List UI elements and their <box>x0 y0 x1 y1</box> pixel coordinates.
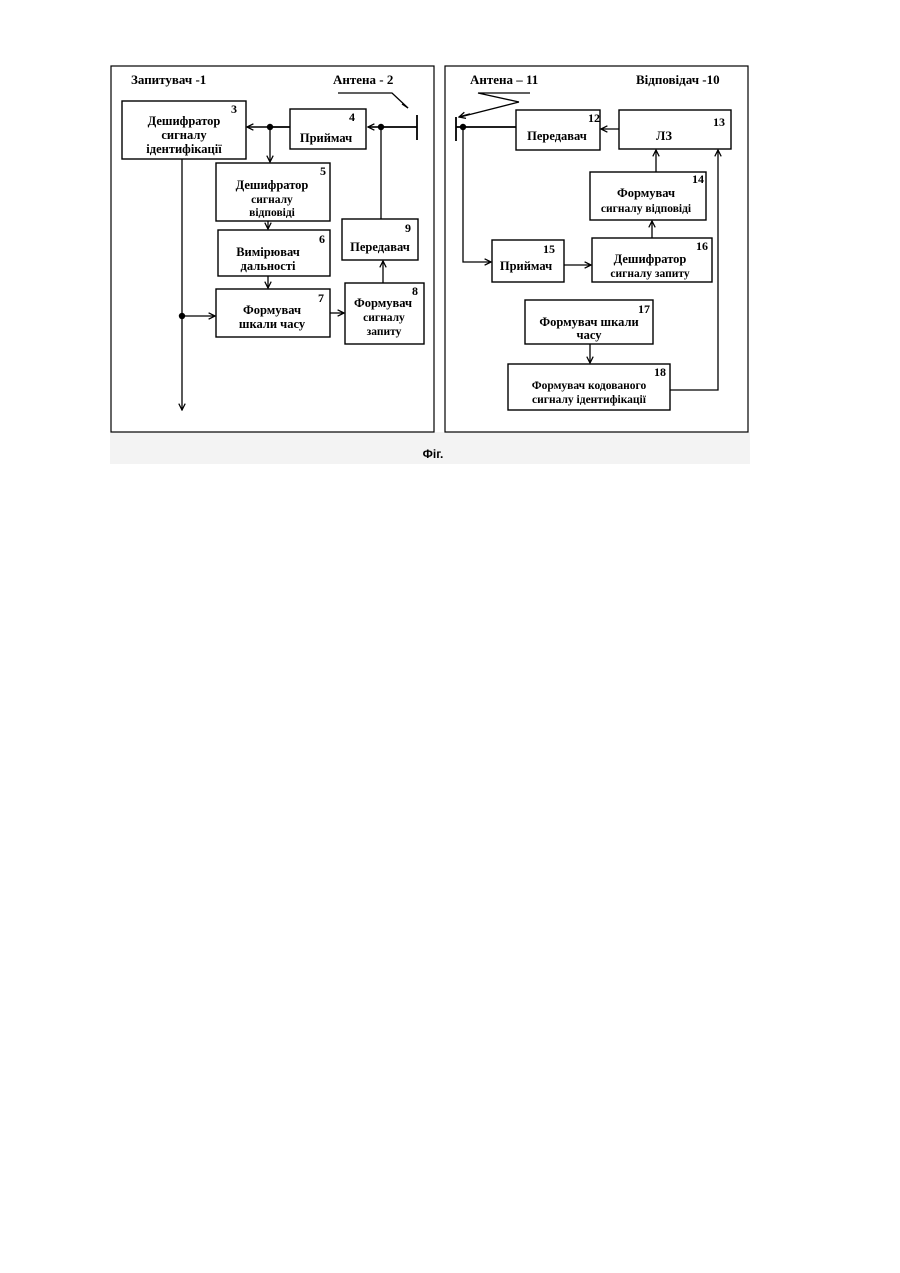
svg-text:3: 3 <box>231 102 237 116</box>
svg-text:сигналу відповіді: сигналу відповіді <box>601 203 692 215</box>
svg-text:Формувач кодованого: Формувач кодованого <box>532 380 647 392</box>
block-12-transmitter: 12 Передавач <box>516 110 600 150</box>
svg-text:сигналу: сигналу <box>363 312 405 324</box>
block-4-receiver: 4 Приймач <box>290 109 366 149</box>
svg-text:Формувач: Формувач <box>617 186 675 200</box>
svg-text:12: 12 <box>588 111 600 125</box>
svg-text:часу: часу <box>577 328 603 342</box>
block-5-response-decoder: 5 Дешифратор сигналу відповіді <box>216 163 330 221</box>
svg-text:Дешифратор: Дешифратор <box>148 114 221 128</box>
svg-text:дальності: дальності <box>241 259 296 273</box>
block-14-response-signal-former: 14 Формувач сигналу відповіді <box>590 172 706 220</box>
svg-text:Формувач: Формувач <box>243 303 301 317</box>
figure-caption: Фіг. <box>423 447 444 461</box>
svg-text:Передавач: Передавач <box>527 129 587 143</box>
antenna-11-label: Антена – 11 <box>470 72 538 87</box>
block-17-time-scale-former: 17 Формувач шкали часу <box>525 300 653 344</box>
svg-text:шкали часу: шкали часу <box>239 317 306 331</box>
svg-text:Дешифратор: Дешифратор <box>614 252 687 266</box>
svg-text:ЛЗ: ЛЗ <box>656 129 672 143</box>
interrogator-panel: Запитувач -1 Антена - 2 3 Дешифратор сиг… <box>111 66 434 432</box>
svg-text:ідентифікації: ідентифікації <box>146 142 222 156</box>
block-15-receiver: 15 Приймач <box>492 240 564 282</box>
block-13-delay-line: 13 ЛЗ <box>619 110 731 149</box>
block-7-time-scale-former: 7 Формувач шкали часу <box>216 289 330 337</box>
transponder-title: Відповідач -10 <box>636 72 720 87</box>
svg-text:відповіді: відповіді <box>249 207 296 219</box>
svg-text:Вимірювач: Вимірювач <box>236 245 300 259</box>
svg-text:Дешифратор: Дешифратор <box>236 178 309 192</box>
svg-text:13: 13 <box>713 115 725 129</box>
svg-text:сигналу: сигналу <box>251 194 293 206</box>
block-6-range-meter: 6 Вимірювач дальності <box>218 230 330 276</box>
svg-text:Передавач: Передавач <box>350 240 410 254</box>
svg-text:18: 18 <box>654 365 666 379</box>
block-16-request-decoder: 16 Дешифратор сигналу запиту <box>592 238 712 282</box>
svg-text:5: 5 <box>320 164 326 178</box>
svg-text:сигналу запиту: сигналу запиту <box>610 268 689 280</box>
transponder-panel: Антена – 11 Відповідач -10 12 Передавач … <box>445 66 748 432</box>
svg-text:сигналу: сигналу <box>161 128 207 142</box>
svg-text:Приймач: Приймач <box>300 131 352 145</box>
svg-text:запиту: запиту <box>367 326 402 338</box>
block-9-transmitter: 9 Передавач <box>342 219 418 260</box>
svg-text:сигналу ідентифікації: сигналу ідентифікації <box>532 394 647 406</box>
svg-text:17: 17 <box>638 302 650 316</box>
svg-text:14: 14 <box>692 172 704 186</box>
antenna-2-label: Антена - 2 <box>333 72 393 87</box>
svg-text:9: 9 <box>405 221 411 235</box>
block-18-coded-identification-former: 18 Формувач кодованого сигналу ідентифік… <box>508 364 670 410</box>
svg-text:6: 6 <box>319 232 325 246</box>
svg-text:7: 7 <box>318 291 324 305</box>
svg-text:Формувач: Формувач <box>354 296 412 310</box>
svg-text:8: 8 <box>412 284 418 298</box>
svg-text:4: 4 <box>349 110 355 124</box>
svg-text:Приймач: Приймач <box>500 259 552 273</box>
block-8-request-signal-former: 8 Формувач сигналу запиту <box>345 283 424 344</box>
interrogator-title: Запитувач -1 <box>131 72 206 87</box>
svg-text:16: 16 <box>696 239 708 253</box>
svg-text:Формувач шкали: Формувач шкали <box>539 315 638 329</box>
svg-text:15: 15 <box>543 242 555 256</box>
block-3-identification-decoder: 3 Дешифратор сигналу ідентифікації <box>122 101 246 159</box>
